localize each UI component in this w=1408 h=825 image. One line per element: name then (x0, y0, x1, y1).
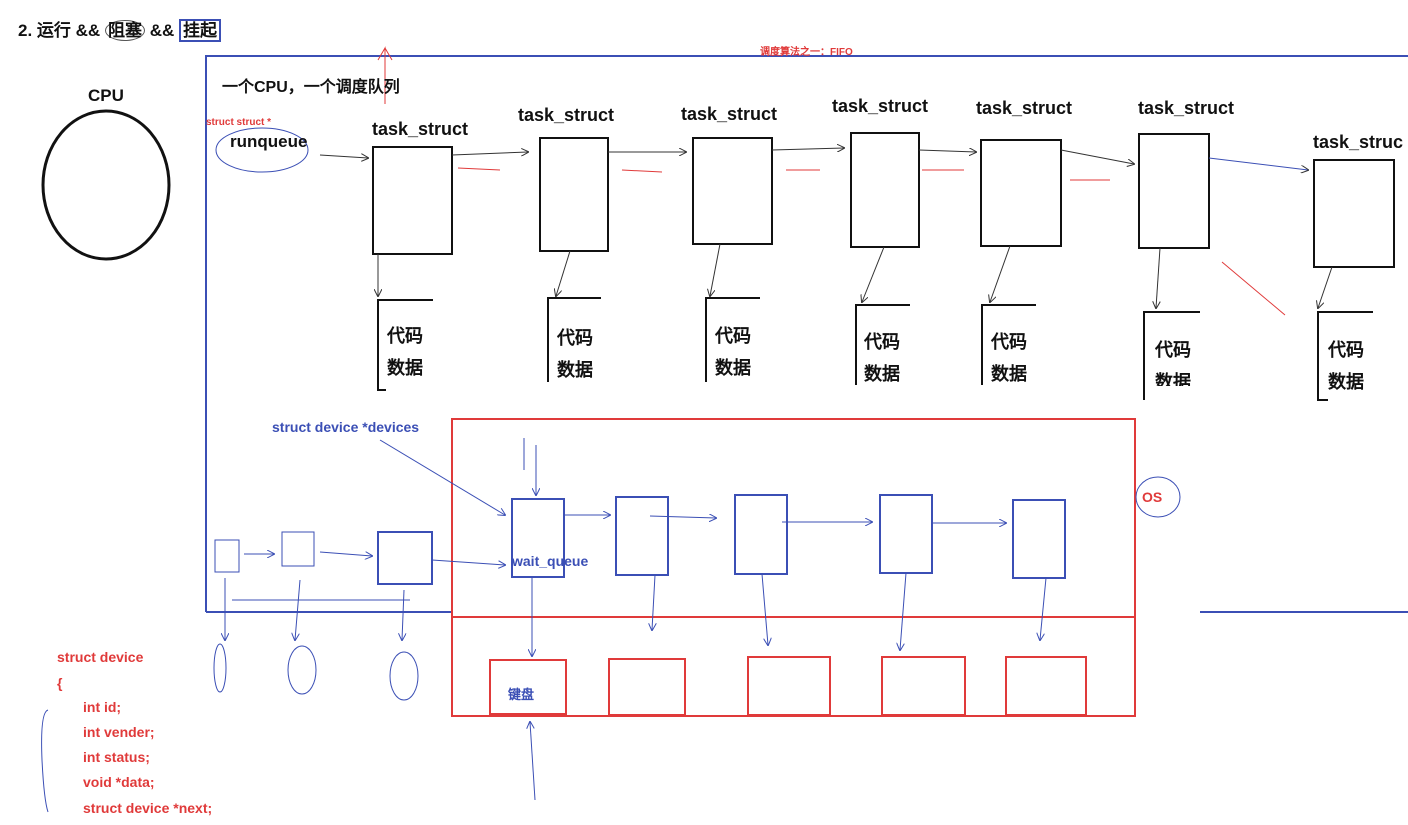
pending-box-2 (281, 531, 315, 567)
pending-box-1 (214, 539, 240, 573)
devices-label: struct device *devices (272, 419, 420, 435)
hardware-box-3 (747, 656, 831, 716)
cpu-label: CPU (88, 86, 124, 105)
data-label-6: 数据 (1155, 372, 1191, 386)
heading-block: 阻塞 (104, 20, 145, 41)
device-boxes (511, 494, 1066, 579)
data-label-3: 数据 (715, 358, 751, 378)
task-back-links (457, 167, 1286, 316)
heading-number: 2. (18, 21, 33, 40)
data-label-7: 数据 (1328, 372, 1364, 392)
task-label-3: task_struct (681, 104, 778, 124)
device-box-1 (511, 498, 565, 578)
data-label-4: 数据 (864, 364, 900, 384)
struct-code-line-3: int id; (83, 699, 122, 715)
hardware-boxes (489, 656, 1087, 716)
code-label-2: 代码 (557, 328, 593, 348)
task-label-6: task_struct (1138, 98, 1235, 118)
code-label-3: 代码 (715, 326, 751, 346)
task-box-3 (692, 137, 773, 245)
queue-title: 一个CPU，一个调度队列 (222, 79, 400, 96)
heading-suspend: 挂起 (178, 19, 221, 42)
task-label-4: task_struct (832, 96, 929, 116)
code-label-4: 代码 (864, 332, 900, 352)
hardware-box-4 (881, 656, 966, 716)
code-label-5: 代码 (991, 332, 1027, 352)
device-links (379, 438, 1047, 801)
hardware-box-keyboard (489, 659, 567, 715)
runqueue-label: runqueue (230, 132, 308, 151)
fifo-note: 调度算法之一：FIFO (760, 47, 853, 58)
os-scribble (1135, 476, 1181, 518)
struct-code-line-1: struct device (57, 649, 144, 665)
wait-queue-label: wait_queue (512, 553, 589, 569)
task-box-7 (1313, 159, 1395, 268)
data-label-5: 数据 (991, 364, 1027, 384)
runqueue-type-note: struct struct * (206, 117, 272, 128)
red-up-arrow (377, 46, 393, 104)
struct-code-line-4: int vender; (83, 724, 155, 740)
hardware-box-5 (1005, 656, 1087, 716)
device-box-2 (615, 496, 669, 576)
device-box-3 (734, 494, 788, 575)
heading-amp-1: && (75, 21, 101, 40)
code-label-6: 代码 (1155, 340, 1191, 360)
keyboard-label: 键盘 (508, 687, 535, 702)
struct-code-line-5: int status; (83, 749, 150, 765)
heading-amp-2: && (149, 21, 175, 40)
struct-code-line-2: { (57, 675, 63, 691)
runqueue-region-border (205, 55, 1408, 612)
page-heading: 2. 运行 && 阻塞 && 挂起 (18, 16, 221, 42)
runqueue-arrow (319, 155, 368, 158)
code-data-boxes (377, 297, 1373, 401)
task-label-7: task_struc (1313, 132, 1404, 152)
task-links (451, 148, 1308, 170)
struct-code-line-6: void *data; (83, 774, 155, 790)
data-label-2: 数据 (557, 360, 593, 380)
device-box-4 (879, 494, 933, 574)
os-label: OS (1142, 489, 1163, 505)
task-box-4 (850, 132, 920, 248)
heading-run: 运行 (36, 21, 71, 40)
pending-box-3 (377, 531, 433, 585)
task-box-5 (980, 139, 1062, 247)
task-to-code-arrows (378, 243, 1333, 308)
struct-code-line-7: struct device *next; (83, 800, 213, 816)
code-label-7: 代码 (1328, 340, 1364, 360)
hardware-box-2 (608, 658, 686, 716)
task-box-1 (372, 146, 453, 255)
task-label-5: task_struct (976, 98, 1073, 118)
code-label-1: 代码 (387, 326, 423, 346)
task-struct-boxes (372, 132, 1395, 268)
runqueue-scribble (215, 127, 309, 173)
cpu-circle (41, 109, 171, 261)
device-box-5 (1012, 499, 1066, 579)
task-label-2: task_struct (518, 105, 615, 125)
brace-left (41, 709, 49, 813)
task-label-1: task_struct (372, 119, 469, 139)
task-box-6 (1138, 133, 1210, 249)
data-label-1: 数据 (387, 358, 423, 378)
pending-device-boxes (213, 531, 505, 701)
task-box-2 (539, 137, 609, 252)
